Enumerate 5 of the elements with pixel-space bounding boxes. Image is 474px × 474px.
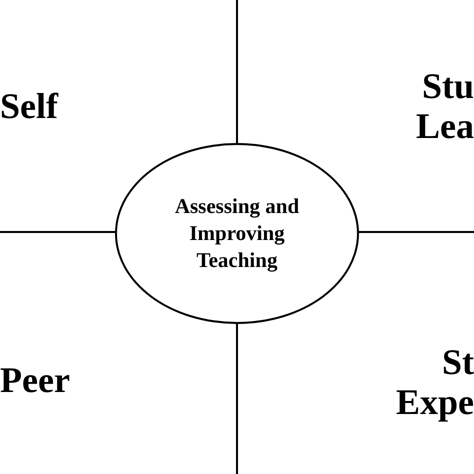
quadrant-label: St Expe bbox=[394, 342, 474, 422]
quadrant-label: Peer bbox=[0, 360, 70, 400]
quadrant-label: Self bbox=[0, 86, 58, 126]
quadrant-label: Stu Lea bbox=[394, 66, 474, 146]
circle-label: Assessing and Improving Teaching bbox=[174, 193, 300, 274]
